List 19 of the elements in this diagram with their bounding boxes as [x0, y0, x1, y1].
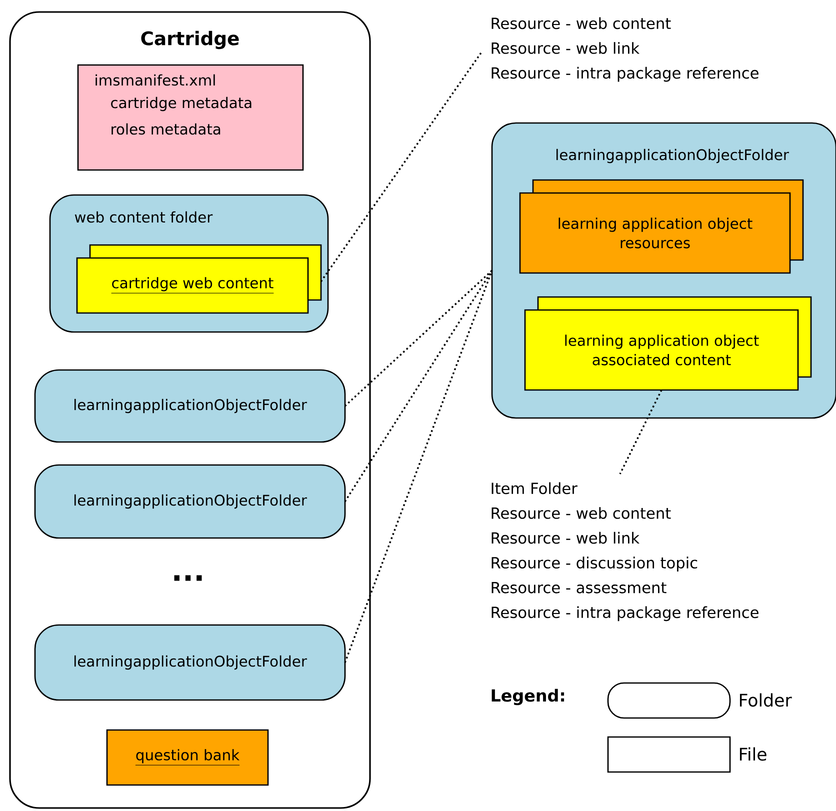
legend-text: Folder — [740, 693, 792, 707]
connector-line — [344, 270, 493, 407]
file-box: question bank — [106, 729, 269, 786]
folder-box: learningapplicationObjectFolder — [34, 369, 346, 443]
legend-text: File — [740, 747, 766, 761]
file-stack: learning application object resources — [519, 179, 804, 274]
connector-line — [320, 51, 483, 282]
file-stack: learning application object associated content — [524, 296, 812, 391]
file-box: imsmanifest.xml cartridge metadata roles metadata — [77, 64, 304, 171]
folder-box: learningapplicationObjectFolder — [34, 624, 346, 701]
text-list: Resource - web content Resource - web link Resource - intra package reference — [492, 17, 758, 82]
ellipsis: ... — [174, 575, 202, 581]
text-list: Item Folder Resource - web content Resource - web link Resource - discussion topic Resource - assessment Resource - intra package reference — [492, 482, 758, 622]
connector-line — [344, 270, 493, 502]
connector-line — [344, 270, 493, 663]
connector-line — [619, 390, 662, 474]
file-stack: cartridge web content — [76, 244, 322, 314]
folder-box: learningapplicationObjectFolder — [34, 464, 346, 539]
legend-heading: Legend: — [492, 688, 564, 706]
